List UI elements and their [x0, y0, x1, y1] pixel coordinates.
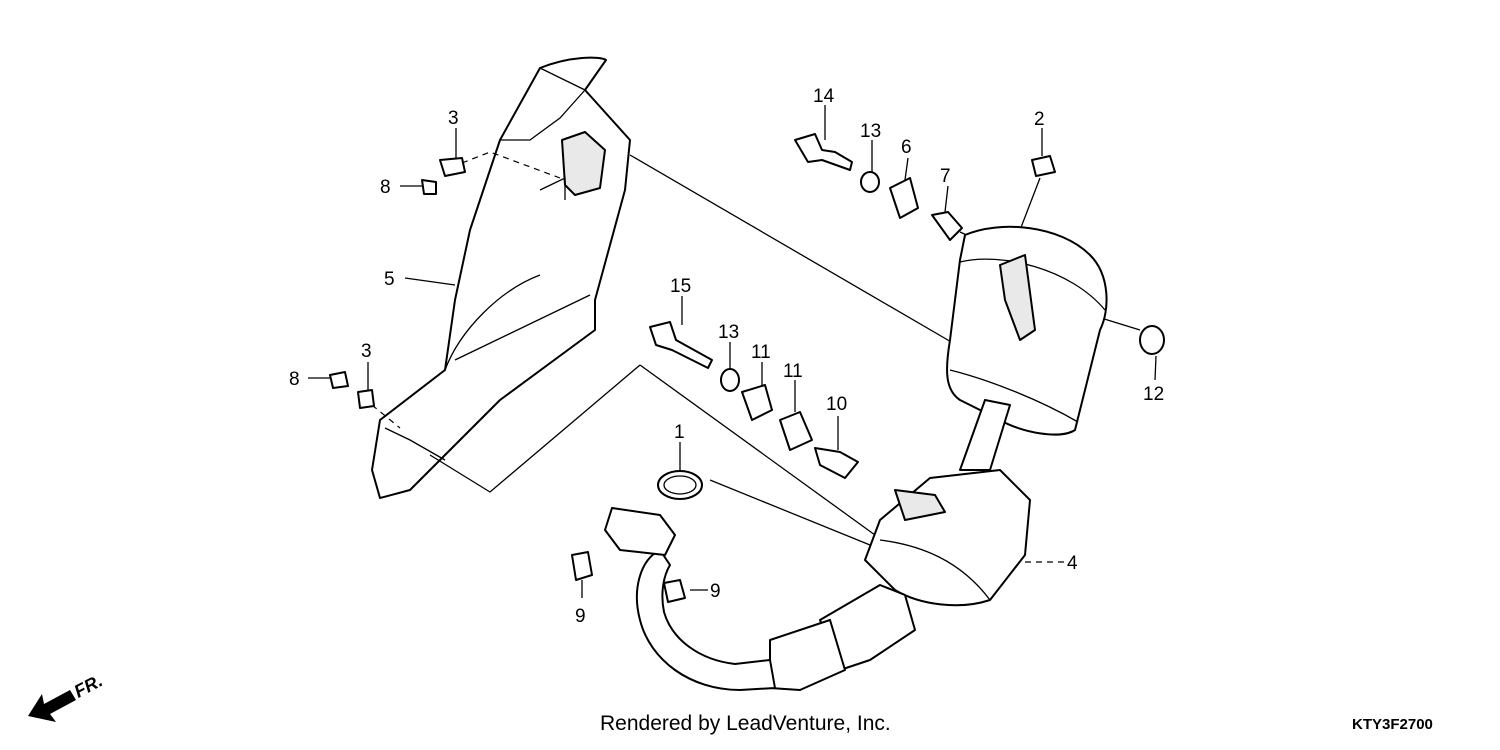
callout-8-upper: 8: [380, 177, 391, 198]
callout-6: 6: [901, 137, 912, 158]
front-direction-arrow-icon: [28, 690, 76, 722]
callout-7: 7: [940, 166, 951, 187]
drawing-code: KTY3F2700: [1352, 716, 1433, 733]
callout-15: 15: [670, 276, 691, 297]
callout-1: 1: [674, 422, 685, 443]
callout-14: 14: [813, 86, 835, 107]
callout-3-upper: 3: [448, 108, 459, 129]
muffler: [946, 225, 1108, 471]
callout-8-lower: 8: [289, 369, 300, 390]
callout-11-left: 11: [751, 342, 771, 363]
callout-9-right: 9: [710, 581, 721, 602]
callout-11-right: 11: [783, 361, 803, 382]
fasteners: [329, 133, 1165, 603]
callout-10: 10: [826, 394, 847, 415]
render-credit: Rendered by LeadVenture, Inc.: [600, 712, 891, 735]
heat-shield-cover: [371, 56, 631, 499]
callout-4: 4: [1067, 553, 1078, 574]
callout-3-lower: 3: [361, 341, 372, 362]
callout-13-upper: 13: [860, 121, 881, 142]
exhaust-pipe-assembly: [604, 469, 1031, 691]
callout-2: 2: [1034, 109, 1045, 130]
callout-5: 5: [384, 269, 395, 290]
callout-9-left: 9: [575, 606, 586, 627]
callout-13-lower: 13: [718, 322, 739, 343]
callout-leaders: [308, 105, 1157, 598]
callout-12: 12: [1143, 384, 1164, 405]
